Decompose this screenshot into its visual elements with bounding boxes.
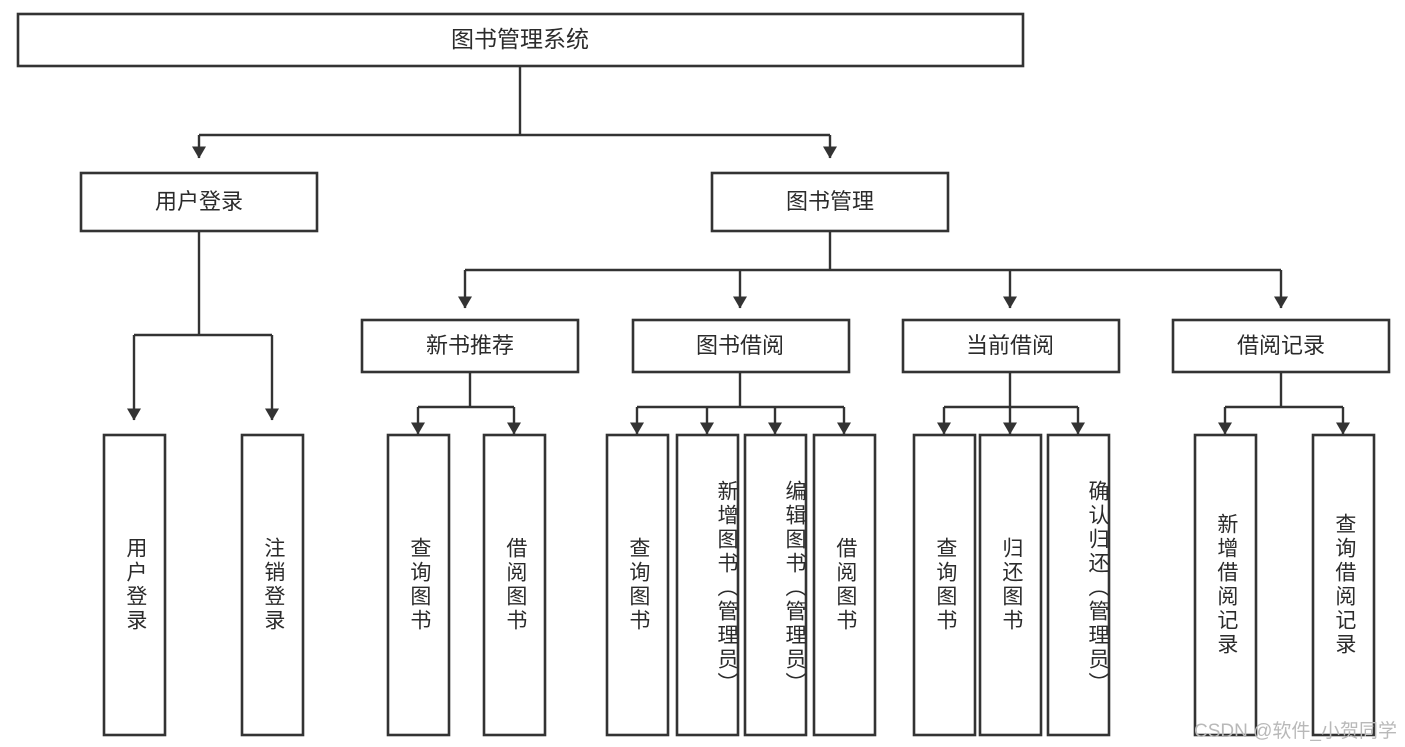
node-book-borrow[interactable]: 图书借阅 (631, 318, 851, 374)
leaf-add-book-admin[interactable] (675, 433, 740, 737)
node-root-book-management-system[interactable]: 图书管理系统 (16, 12, 1025, 68)
leaf-confirm-return-admin[interactable] (1046, 433, 1111, 737)
watermark-text: CSDN @软件_小贺同学 (1194, 721, 1397, 742)
leaf-borrow-book-recommend[interactable] (482, 433, 547, 737)
node-book-borrow-label: 图书借阅 (696, 333, 784, 358)
leaf-return-book[interactable] (978, 433, 1043, 737)
leaf-query-book-borrow[interactable] (605, 433, 670, 737)
leaf-add-borrow-record[interactable] (1193, 433, 1258, 737)
connector-borrow-records-to-leaves (1218, 372, 1350, 435)
leaf-user-login[interactable] (102, 433, 167, 737)
leaf-query-book-recommend[interactable] (386, 433, 451, 737)
leaf-query-book-current[interactable] (912, 433, 977, 737)
leaf-logout[interactable] (240, 433, 305, 737)
connector-root-to-level2 (192, 66, 837, 159)
node-book-management-label: 图书管理 (786, 189, 874, 214)
node-borrow-records-label: 借阅记录 (1237, 333, 1325, 358)
node-user-login[interactable]: 用户登录 (79, 171, 319, 233)
node-current-borrow-label: 当前借阅 (966, 333, 1054, 358)
node-new-book-recommend-label: 新书推荐 (426, 333, 514, 358)
connector-new-book-to-leaves (411, 372, 521, 435)
node-user-login-label: 用户登录 (155, 189, 243, 214)
node-root-label: 图书管理系统 (451, 26, 589, 52)
connector-book-borrow-to-leaves (630, 372, 851, 435)
connector-book-mgmt-to-level3 (458, 231, 1288, 309)
node-borrow-records[interactable]: 借阅记录 (1171, 318, 1391, 374)
node-current-borrow[interactable]: 当前借阅 (901, 318, 1121, 374)
leaf-borrow-book[interactable] (812, 433, 877, 737)
connector-current-borrow-to-leaves (937, 372, 1085, 435)
leaf-query-borrow-record[interactable] (1311, 433, 1376, 737)
connector-user-login-to-leaves (127, 231, 279, 421)
leaf-edit-book-admin[interactable] (743, 433, 808, 737)
node-book-management[interactable]: 图书管理 (710, 171, 950, 233)
node-new-book-recommend[interactable]: 新书推荐 (360, 318, 580, 374)
